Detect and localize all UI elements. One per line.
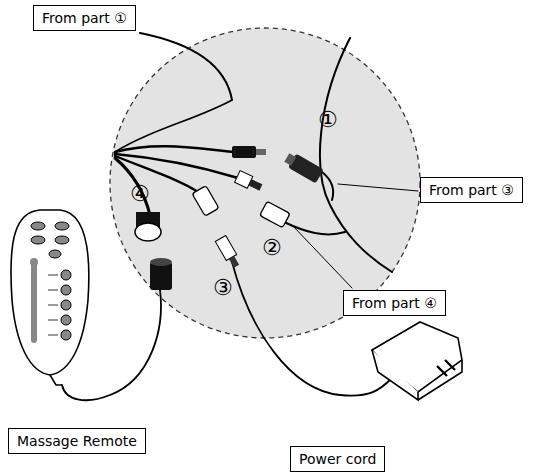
massage-remote [11,210,89,385]
box-label: Massage Remote [17,432,137,450]
box-label: Power cord [299,450,376,468]
label-box: Massage Remote [8,428,146,454]
label-box: From part ④ [343,290,446,316]
callout-number: ① [318,108,338,132]
label-box: From part ① [33,5,136,31]
label-box: Power cord [290,446,385,472]
callout-number: ② [262,236,282,260]
label-box: From part ③ [420,177,523,203]
power-adapter [372,322,462,400]
box-label: From part ① [42,9,127,27]
cables [62,33,418,400]
box-label: From part ④ [352,294,437,312]
connectors [135,146,324,290]
callout-number: ④ [130,182,150,206]
callout-number: ③ [213,276,233,300]
box-label: From part ③ [429,181,514,199]
